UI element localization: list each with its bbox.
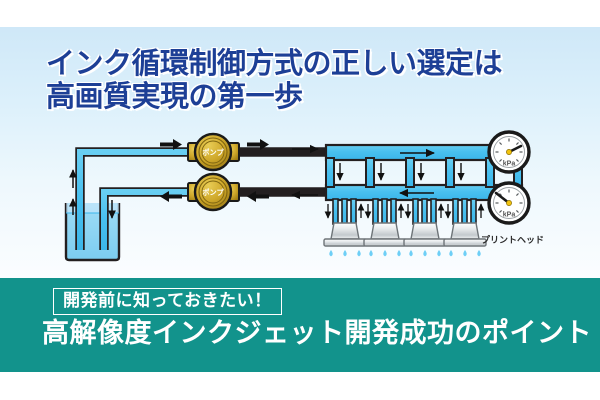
ink-droplets-2 [369, 250, 401, 257]
banner-boxed-text: 開発前に知っておきたい！ [53, 288, 282, 315]
bottom-banner [0, 278, 600, 372]
pump-lower: ポンプ [187, 172, 240, 212]
printhead-group-1 [323, 198, 367, 257]
printhead-group-4 [443, 198, 487, 257]
manifold-down-arrows [336, 163, 465, 181]
gauge-bottom-unit-label: kPa [503, 212, 516, 219]
supply-pipe-left [75, 147, 196, 250]
ink-droplets-1 [329, 250, 361, 257]
banner-main-text: 高解像度インクジェット開発成功のポイント [42, 318, 592, 348]
direction-arrows [160, 139, 269, 202]
ink-droplets-3 [409, 250, 441, 257]
printhead-group-3 [403, 198, 447, 257]
ink-droplets-4 [449, 250, 481, 257]
pump-upper: ポンプ [187, 132, 240, 172]
pressure-gauge-bottom: kPa [487, 181, 531, 225]
pump-lower-label: ポンプ [202, 188, 224, 197]
ink-tank [64, 203, 121, 262]
title-line-2: 高画質実現の第一歩 [46, 81, 303, 113]
pressure-gauge-top: kPa [487, 130, 531, 174]
title-line-1: インク循環制御方式の正しい選定は [46, 48, 503, 80]
gauge-top-unit-label: kPa [503, 161, 516, 168]
printhead-group-2 [363, 198, 407, 257]
return-pipe-left [99, 187, 196, 250]
pump-upper-label: ポンプ [202, 148, 224, 157]
printhead-label: プリントヘッド [481, 234, 544, 245]
page-title: インク循環制御方式の正しい選定は高画質実現の第一歩 [46, 48, 586, 114]
